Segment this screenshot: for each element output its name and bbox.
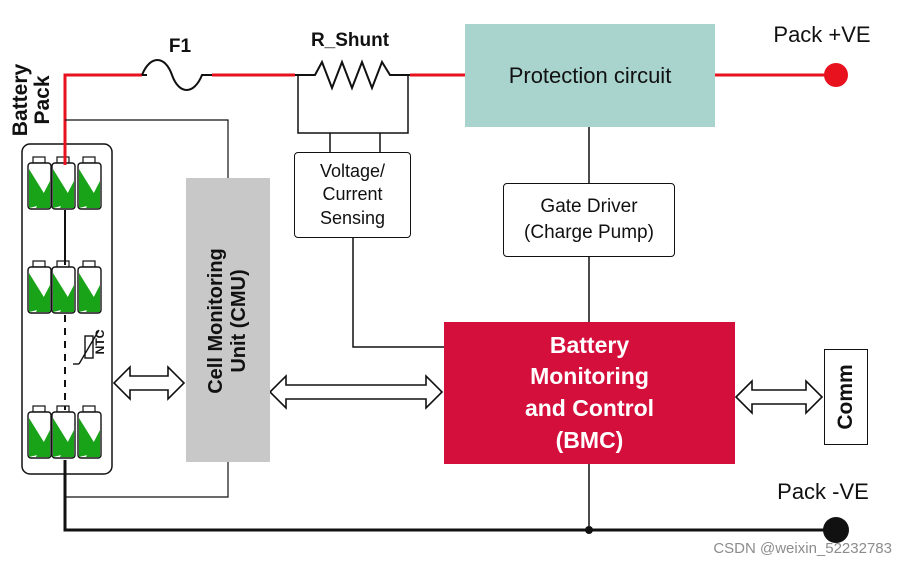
cmu-bmc-arrow-icon xyxy=(268,374,444,410)
bmc-line4: (BMC) xyxy=(555,426,624,453)
bmc-line2: Monitoring xyxy=(530,363,649,390)
cmu-label-line2: Unit (CMU) xyxy=(228,269,250,373)
shunt-sense-leads xyxy=(297,75,409,134)
cell-monitoring-unit-block xyxy=(186,178,270,462)
battery-cell-icon xyxy=(51,156,76,210)
battery-cell-icon xyxy=(27,260,52,314)
positive-power-line xyxy=(63,73,142,165)
cmu-top-wire xyxy=(65,119,229,178)
ntc-label: NTC xyxy=(93,329,107,355)
sensing-line2: Current xyxy=(322,184,383,205)
battery-cell-icon xyxy=(27,156,52,210)
fuse-icon xyxy=(141,59,212,91)
pack-positive-terminal xyxy=(824,63,848,87)
comm-block xyxy=(824,349,868,445)
battery-pack-label-line2: Pack xyxy=(31,75,54,125)
battery-cell-icon xyxy=(51,405,76,459)
bmc-line1: Battery xyxy=(549,331,630,358)
sensing-line3: Sensing xyxy=(319,207,386,228)
cmu-label: Cell Monitoring Unit (CMU) xyxy=(205,181,251,461)
gate-driver-line2: (Charge Pump) xyxy=(524,222,654,243)
double-arrow-shape xyxy=(268,374,444,410)
voltage-current-sensing-block: Voltage/ Current Sensing xyxy=(294,152,411,238)
battery-cell-icon xyxy=(27,405,52,459)
battery-pack-outline xyxy=(21,143,113,475)
ground-junction-dot xyxy=(585,526,593,534)
battery-cell-icon xyxy=(77,156,102,210)
battery-cells xyxy=(27,156,102,459)
shunt-label: R_Shunt xyxy=(310,30,390,51)
cmu-bottom-wire xyxy=(64,460,229,498)
negative-ground-line xyxy=(63,460,835,532)
resistor-icon xyxy=(295,59,410,91)
double-arrow-shape xyxy=(734,379,824,415)
battery-pack-label: Battery Pack xyxy=(9,45,60,155)
battery-cell-icon xyxy=(51,260,76,314)
pack-positive-label: Pack +VE xyxy=(773,22,871,47)
gate-driver-line1: Gate Driver xyxy=(540,196,638,218)
battery-cell-icon xyxy=(77,405,102,459)
comm-label: Comm xyxy=(834,364,857,430)
sensing-line1: Voltage/ xyxy=(319,160,386,181)
gate-driver-block: Gate Driver (Charge Pump) xyxy=(503,183,675,257)
protection-circuit-block: Protection circuit xyxy=(465,24,715,127)
protection-circuit-label: Protection circuit xyxy=(508,62,672,88)
watermark: CSDN @weixin_52232783 xyxy=(713,540,892,557)
cmu-label-line1: Cell Monitoring xyxy=(205,248,227,394)
battery-pack-label-line1: Battery xyxy=(9,63,32,137)
bmc-comm-arrow-icon xyxy=(734,379,824,415)
battery-monitoring-control-block: Battery Monitoring and Control (BMC) xyxy=(444,322,735,464)
fuse-label: F1 xyxy=(168,36,192,57)
pack-negative-label: Pack -VE xyxy=(777,479,869,504)
sensing-to-bmc-wire xyxy=(352,238,445,348)
pack-cmu-arrow-icon xyxy=(112,365,186,401)
double-arrow-shape xyxy=(112,365,186,401)
ntc-thermistor-icon xyxy=(73,329,100,365)
battery-cell-icon xyxy=(77,260,102,314)
pack-negative-terminal xyxy=(823,517,849,543)
bmc-line3: and Control xyxy=(524,395,655,421)
